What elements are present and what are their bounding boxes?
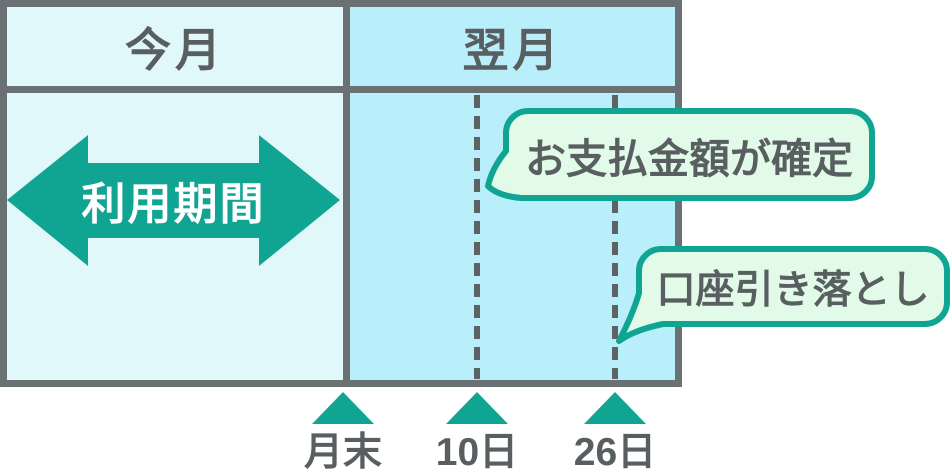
this-month-label: 今月	[125, 23, 225, 76]
usage-period-label: 利用期間	[81, 180, 266, 229]
next-month-label: 翌月	[462, 23, 563, 76]
callout-payment-confirmed-label: お支払金額が確定	[525, 135, 853, 182]
column-header-this-month: 今月	[7, 7, 343, 86]
marker-triangle-day10	[446, 392, 508, 424]
column-header-next-month: 翌月	[350, 7, 675, 86]
marker-triangle-month-end	[312, 392, 374, 424]
marker-label-month-end: 月末	[303, 431, 382, 471]
callout-account-debit-label: 口座引き落とし	[656, 268, 930, 312]
marker-label-day10: 10日	[435, 431, 519, 471]
marker-triangle-day26	[584, 392, 646, 424]
marker-label-day26: 26日	[573, 431, 657, 471]
